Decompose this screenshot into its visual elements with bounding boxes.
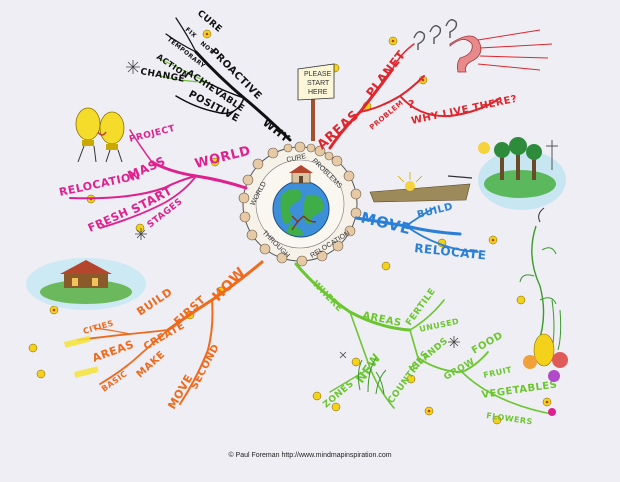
grass-vine-drawing (357, 225, 562, 395)
please-start-here-sign: PLEASE START HERE (297, 63, 335, 141)
how-word-second: SECOND (189, 342, 222, 391)
how-word-make: MAKE (135, 349, 168, 380)
copyright-credit: © Paul Foreman http://www.mindmapinspira… (228, 452, 392, 459)
world-word-relocation: RELOCATION (58, 169, 142, 199)
question-marks-icon (413, 19, 458, 50)
branch-world (69, 129, 248, 229)
branch-areas (328, 43, 501, 150)
speed-lines-icon (477, 29, 553, 71)
why-word-fix: FIX (184, 26, 198, 39)
sign-line-2: START (307, 80, 330, 87)
why-label: WHY (260, 116, 293, 146)
desert-sunrise-image (369, 172, 471, 203)
branch-why (159, 17, 292, 142)
arrow-right-icon (447, 175, 473, 179)
highlight-marks (64, 335, 99, 378)
sign-line-3: HERE (308, 89, 328, 96)
central-globe: WORLD CURE PROBLEMS THROUGH RELOCATION (238, 141, 362, 267)
areas-word-question: ? (408, 98, 415, 111)
where-word-flowers: FLOWERS (486, 411, 534, 426)
world-word-fresh: FRESH (86, 205, 131, 234)
world-word-project: PROJECT (128, 124, 176, 145)
where-label: WHERE (310, 279, 344, 314)
branch-where (294, 262, 553, 415)
where-word-vegetables: VEGETABLES (481, 379, 558, 401)
crowd-faces-ring (238, 141, 362, 267)
fruit-vegetable-image (523, 333, 568, 416)
areas-word-why-live-there: WHY LIVE THERE? (410, 94, 518, 127)
how-word-cities: CITIES (82, 319, 115, 336)
how-label: HOW (209, 264, 249, 304)
how-word-areas: AREAS (91, 338, 136, 365)
areas-label: AREAS (315, 108, 363, 153)
branch-move (354, 207, 479, 253)
big-question-mark-icon (449, 35, 482, 73)
island-with-trees-image (478, 137, 566, 210)
island-village-image (26, 258, 146, 310)
sign-line-1: PLEASE (304, 71, 332, 78)
move-word-relocate: RELOCATE (414, 241, 487, 262)
branch-how (77, 260, 264, 405)
where-word-fruit: FRUIT (483, 365, 513, 380)
areas-word-planet: PLANET (363, 48, 408, 100)
ring-label-cure: CURE (286, 153, 307, 164)
move-label: MOVE (359, 208, 413, 238)
vine-tip-icon (538, 207, 545, 223)
world-label: WORLD (193, 144, 252, 172)
sparkle-icon-group (126, 60, 460, 359)
move-word-build: BUILD (416, 201, 454, 221)
lightbulb-icon-pair (75, 107, 125, 163)
where-word-countries: COUNTRIES (386, 349, 431, 406)
how-word-create: CREATE (142, 320, 187, 352)
how-word-move: MOVE (165, 372, 195, 411)
